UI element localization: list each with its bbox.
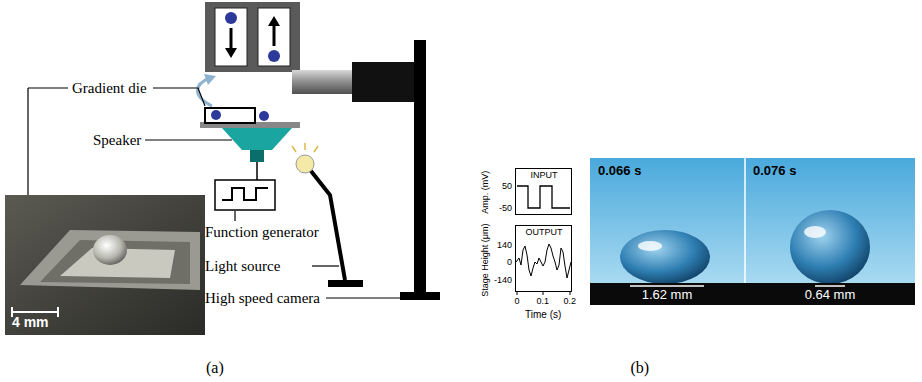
panel-label: (b)	[631, 359, 650, 377]
input-wave	[517, 186, 570, 208]
tick-label: -140	[494, 275, 512, 285]
tick-label: 50	[502, 181, 512, 191]
droplet-photos	[590, 158, 915, 305]
time-stamp: 0.076 s	[753, 164, 796, 179]
part-label: Light source	[205, 258, 280, 275]
tick-label: 0	[507, 257, 512, 267]
light-source	[292, 143, 363, 287]
camera	[292, 40, 440, 300]
droplet-dot	[259, 111, 269, 121]
speaker-symbol	[222, 128, 292, 150]
photo-inset: 4 mm	[5, 195, 205, 335]
tick-label: 140	[497, 240, 512, 250]
die-inset	[205, 2, 300, 72]
tick-label: 0.1	[537, 296, 550, 306]
inset-photo	[5, 195, 205, 335]
plot-title: OUTPUT	[526, 227, 563, 237]
plot-box: OUTPUT	[515, 225, 572, 292]
square-wave	[222, 188, 268, 200]
wire	[256, 162, 258, 180]
zoom-arrowhead	[204, 74, 216, 85]
axis-ticks	[517, 292, 570, 295]
photo-panel: 0.076 s 0.64 mm	[745, 158, 915, 305]
part-label: Function generator	[205, 224, 319, 241]
tick-label: 0.2	[564, 296, 577, 306]
panel-label: (a)	[206, 359, 224, 377]
dimension-label: 1.62 mm	[642, 288, 693, 303]
speaker-neck	[250, 150, 264, 162]
leader-lines	[28, 88, 412, 298]
part-label: Gradient die	[72, 80, 147, 97]
plot-title: INPUT	[531, 170, 558, 180]
generator-symbol	[215, 180, 275, 210]
dimension-label: 0.64 mm	[805, 288, 856, 303]
tick-label: 0	[515, 296, 520, 306]
die-frame	[205, 108, 255, 123]
photo-panel: 0.066 s 1.62 mm	[590, 158, 745, 305]
tick-label: -50	[499, 203, 512, 213]
axis-title: Time (s)	[525, 309, 561, 321]
scale-label: 4 mm	[12, 314, 49, 330]
part-label: High speed camera	[205, 290, 320, 307]
droplet-dot	[211, 110, 221, 120]
axis-title: Amp. (mV)	[480, 171, 490, 214]
time-stamp: 0.066 s	[598, 164, 641, 179]
part-label: Speaker	[93, 132, 141, 149]
output-trace	[516, 244, 571, 278]
axis-title: Stage Height (μm)	[480, 224, 490, 297]
plot-box: INPUT	[515, 168, 572, 215]
